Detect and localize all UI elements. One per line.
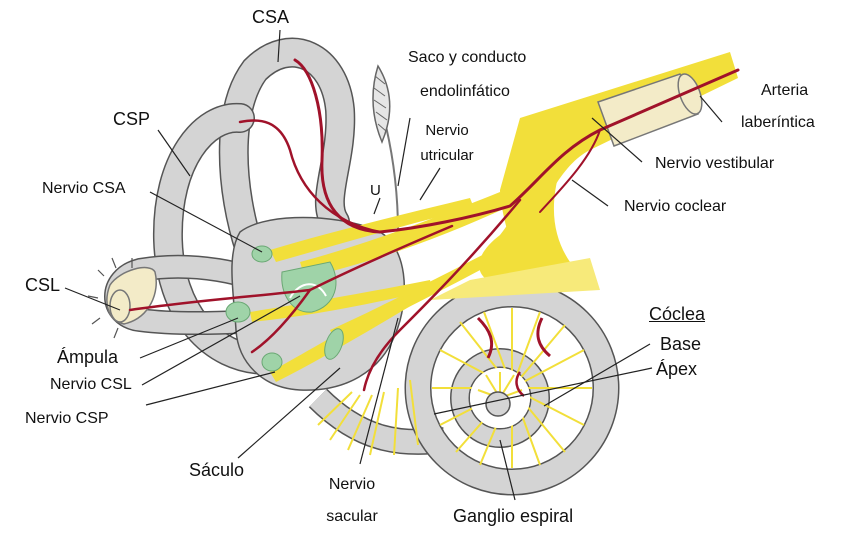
label-nervio-csa: Nervio CSA <box>42 181 126 197</box>
label-nervio-csp: Nervio CSP <box>25 411 109 427</box>
label-base: Base <box>660 335 701 353</box>
label-nervio-vestibular: Nervio vestibular <box>655 156 774 172</box>
label-nervio-csl: Nervio CSL <box>50 377 132 393</box>
label-saculo: Sáculo <box>189 461 244 479</box>
label-csp: CSP <box>113 110 150 128</box>
label-nervio-sacular-line2: sacular <box>326 509 378 525</box>
label-ganglio-espiral: Ganglio espiral <box>453 507 573 525</box>
label-arteria-line1: Arteria <box>761 83 808 99</box>
artery-csp <box>240 120 380 232</box>
label-nervio-utricular-line2: utricular <box>412 148 482 163</box>
label-apex: Ápex <box>656 360 697 378</box>
ampulla-csp <box>262 353 282 371</box>
ampulla-csl <box>226 302 250 322</box>
label-u: U <box>370 183 381 198</box>
label-coclea: Cóclea <box>649 305 705 323</box>
label-nervio-sacular-line1: Nervio <box>326 477 378 493</box>
label-nervio-utricular-line1: Nervio <box>412 123 482 138</box>
label-saco-line1: Saco y conducto <box>408 50 526 66</box>
label-ampula: Ámpula <box>57 348 118 366</box>
label-nervio-coclear: Nervio coclear <box>624 199 726 215</box>
label-csl: CSL <box>25 276 60 294</box>
label-csa: CSA <box>252 8 289 26</box>
label-saco-line2: endolinfático <box>420 84 510 100</box>
label-arteria-line2: laberíntica <box>741 115 815 131</box>
endolymphatic-duct <box>384 118 398 232</box>
